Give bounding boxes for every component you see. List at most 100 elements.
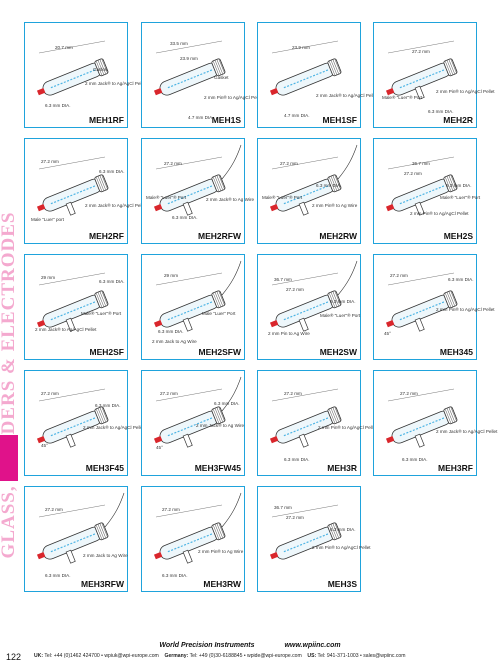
product-code: MEH2RFW (198, 231, 241, 241)
dimension-label: 27.2 mm (400, 391, 418, 396)
dimension-label: 2 mm Jack to Ag Wire (83, 553, 128, 558)
dimension-label: 27.2 mm (286, 287, 304, 292)
us-contact: Tel: 941-371-1003 • sales@wpiinc.com (317, 653, 406, 659)
product-code: MEH345 (439, 347, 473, 357)
electrode-holder-illustration (36, 156, 109, 216)
section-sidebar: GLASS, HOLDERS & ELECTRODES (0, 195, 19, 575)
electrode-holder-illustration (385, 272, 458, 332)
dimension-label: 6.3 mm DIA. (330, 299, 356, 304)
dimension-label: 36.7 mm (274, 505, 292, 510)
dimension-label: 2 mm Jack® to Ag Wire (196, 423, 245, 428)
dimension-label: 6.3 mm DIA. (162, 573, 188, 578)
dimension-label: 6.3 mm DIA. (316, 183, 342, 188)
dimension-label: 2 mm Pin® to Ag/AgCl Pellet (436, 307, 495, 312)
dimension-label: 6.3 mm DIA. (172, 215, 198, 220)
dimension-label: 6.3 mm DIA. (284, 457, 310, 462)
product-grid: 20.7 mm Gasket 2 mm Jack® to Ag/AgCl Pelle… (24, 22, 497, 592)
electrode-holder-illustration (385, 388, 458, 448)
dimension-label: 45° (384, 331, 391, 336)
product-card: 20.7 mm Gasket 2 mm Jack® to Ag/AgCl Pelle… (24, 22, 146, 128)
dimension-label: 6.3 mm DIA. (448, 277, 474, 282)
product-code: MEH3R (327, 463, 357, 473)
product-code: MEH2SFW (198, 347, 242, 357)
product-code: MEH3RW (203, 579, 241, 589)
dimension-label: 27.2 mm (164, 161, 182, 166)
dimension-label: 2 mm Pin® to Ag Wire (198, 549, 244, 554)
dimension-label: 27.2 mm (404, 171, 422, 176)
dimension-label: 27.2 mm (41, 391, 59, 396)
dimension-label: Male "Luer" Port (202, 311, 236, 316)
dimension-label: 27.2 mm (286, 515, 304, 520)
dimension-label: 2 mm Pin to Ag Wire (268, 331, 310, 336)
dimension-label: 23.9 mm (292, 45, 310, 50)
product-code: MEH3RFW (81, 579, 124, 589)
product-code: MEH2RF (89, 231, 124, 241)
dimension-label: 27.2 mm (160, 391, 178, 396)
dimension-label: Male® "Luer"® Port (320, 313, 361, 318)
company-name: World Precision Instruments (159, 642, 255, 649)
product-card: 27.2 mm 2 mm Jack® to Ag/AgCl Pellet 6.3 m… (373, 370, 497, 476)
dimension-label: 2 mm Pin® to Ag/AgCl Pellet (312, 545, 371, 550)
product-card: 27.2 mm 2 mm Pin® to Ag Wire 6.3 mm DIA. ME… (141, 486, 245, 592)
dimension-label: Gasket (93, 67, 108, 72)
dimension-label: 2 mm Jack to Ag Wire (152, 339, 197, 344)
dimension-label: 2 mm Pin® to Ag/AgCl Pellet (204, 95, 263, 100)
dimension-label: 6.3 mm DIA. (402, 457, 428, 462)
dimension-label: 23.9 mm (180, 56, 198, 61)
dimension-label: 2 mm Jack® to Ag/AgCl Pellet (85, 81, 147, 86)
footer-brand: World Precision Instruments www.wpiinc.c… (0, 642, 500, 649)
dimension-label: 27.2 mm (162, 507, 180, 512)
product-code: MEH3F45 (85, 463, 124, 473)
product-code: MEH2SW (319, 347, 357, 357)
dimension-label: Gasket (214, 75, 229, 80)
product-code: MEH2RW (319, 231, 357, 241)
dimension-label: 2 mm Jack® to Ag/AgCl Pellet (436, 429, 498, 434)
dimension-label: Male® "Luer"® Port (382, 95, 423, 100)
dimension-label: 45° (41, 443, 48, 448)
product-card: 27.2 mm 6.3 mm DIA. 2 mm Pin® to Ag/AgCl P… (373, 254, 495, 360)
dimension-label: 6.3 mm DIA. (446, 183, 472, 188)
dimension-label: 6.3 mm DIA. (330, 527, 356, 532)
electrode-holder-illustration (36, 272, 109, 332)
product-code: MEH2R (443, 115, 473, 125)
dimension-label: 6.3 mm DIA. (45, 573, 71, 578)
us-label: US: (307, 653, 317, 659)
electrode-holder-illustration (385, 40, 458, 100)
dimension-label: 27.2 mm (280, 161, 298, 166)
electrode-holder-illustration (153, 376, 242, 448)
dimension-label: 45° (156, 445, 163, 450)
product-code: MEH3S (327, 579, 357, 589)
electrode-holder-illustration (269, 504, 342, 560)
dimension-label: 2 mm Jack® to Ag/AgCl Pellet (83, 425, 145, 430)
dimension-label: 2 mm Jack® to Ag/AgCl Pellet (316, 93, 378, 98)
product-code: MEH3RF (438, 463, 473, 473)
dimension-label: 27.2 mm (390, 273, 408, 278)
dimension-label: 27.2 mm (284, 391, 302, 396)
dimension-label: 4.7 mm DIA. (188, 115, 214, 120)
dimension-label: 2 mm Jack® to Ag/AgCl Pellet (35, 327, 97, 332)
electrode-holder-illustration (269, 260, 358, 332)
dimension-label: 27.2 mm (41, 159, 59, 164)
electrode-holder-illustration (36, 388, 109, 448)
dimension-label: 29 mm (164, 273, 179, 278)
germany-contact: Tel: +49 (0)30-6188845 • wpide@wpi-europ… (189, 653, 302, 659)
dimension-label: 20.7 mm (55, 45, 73, 50)
dimension-label: 6.3 mm DIA. (99, 169, 125, 174)
dimension-label: 2 mm Jack® to Ag Wire (206, 197, 255, 202)
product-card: 36.7 mm 27.2 mm 6.3 mm DIA. 2 mm Pin® to Ag… (257, 486, 371, 592)
website-link[interactable]: www.wpiinc.com (284, 642, 341, 649)
dimension-label: 2 mm Pin® to Ag/AgCl Pellet (318, 425, 377, 430)
dimension-label: Male® "Luer"® Port (262, 195, 303, 200)
electrode-holder-illustration (153, 492, 242, 564)
contact-line: UK: Tel: +44 (0)1462 424700 • wpiuk@wpi-… (34, 653, 405, 659)
dimension-label: Male "Luer" port (31, 217, 64, 222)
electrode-holder-illustration (36, 492, 125, 564)
